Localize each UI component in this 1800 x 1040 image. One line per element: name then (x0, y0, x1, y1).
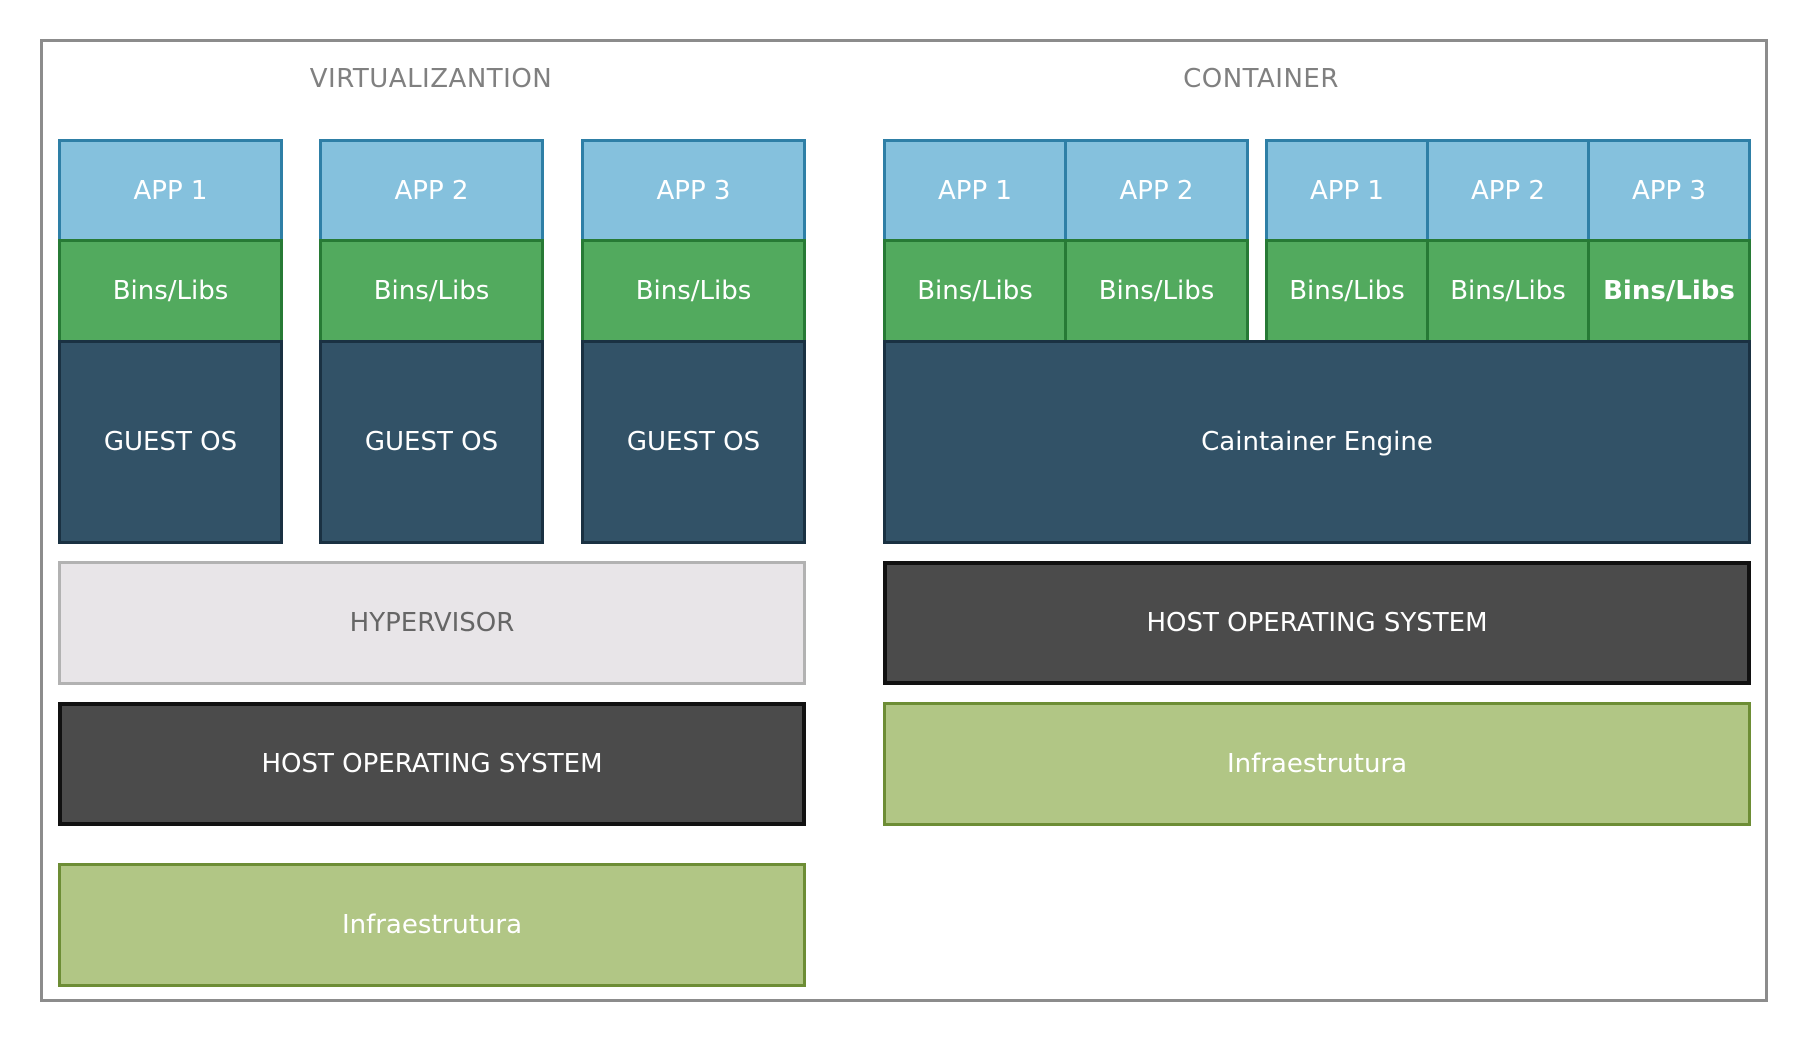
ct-group2-bins-libs-2: Bins/Libs (1426, 239, 1590, 343)
vm-app-3: APP 3 (581, 139, 806, 242)
ct-infrastructure: Infraestrutura (883, 702, 1751, 826)
ct-group1-bins-libs-1: Bins/Libs (883, 239, 1067, 343)
ct-group1-app-2: APP 2 (1064, 139, 1249, 242)
vm-guest-os-1: GUEST OS (58, 340, 283, 544)
virtualization-title: VIRTUALIZANTION (309, 64, 553, 94)
ct-group2-app-1: APP 1 (1265, 139, 1429, 242)
vm-bins-libs-3: Bins/Libs (581, 239, 806, 343)
vm-guest-os-2: GUEST OS (319, 340, 544, 544)
ct-host-operating-system: HOST OPERATING SYSTEM (883, 561, 1751, 685)
vm-hypervisor: HYPERVISOR (58, 561, 806, 685)
ct-group1-app-1: APP 1 (883, 139, 1067, 242)
container-title: CONTAINER (1183, 64, 1339, 94)
vm-app-1: APP 1 (58, 139, 283, 242)
ct-container-engine: Caintainer Engine (883, 340, 1751, 544)
ct-group2-bins-libs-3: Bins/Libs (1587, 239, 1751, 343)
vm-infrastructure: Infraestrutura (58, 863, 806, 987)
vm-host-operating-system: HOST OPERATING SYSTEM (58, 702, 806, 826)
vm-bins-libs-2: Bins/Libs (319, 239, 544, 343)
vm-app-2: APP 2 (319, 139, 544, 242)
ct-group2-app-2: APP 2 (1426, 139, 1590, 242)
ct-group2-app-3: APP 3 (1587, 139, 1751, 242)
vm-guest-os-3: GUEST OS (581, 340, 806, 544)
ct-group2-bins-libs-1: Bins/Libs (1265, 239, 1429, 343)
ct-group1-bins-libs-2: Bins/Libs (1064, 239, 1249, 343)
vm-bins-libs-1: Bins/Libs (58, 239, 283, 343)
